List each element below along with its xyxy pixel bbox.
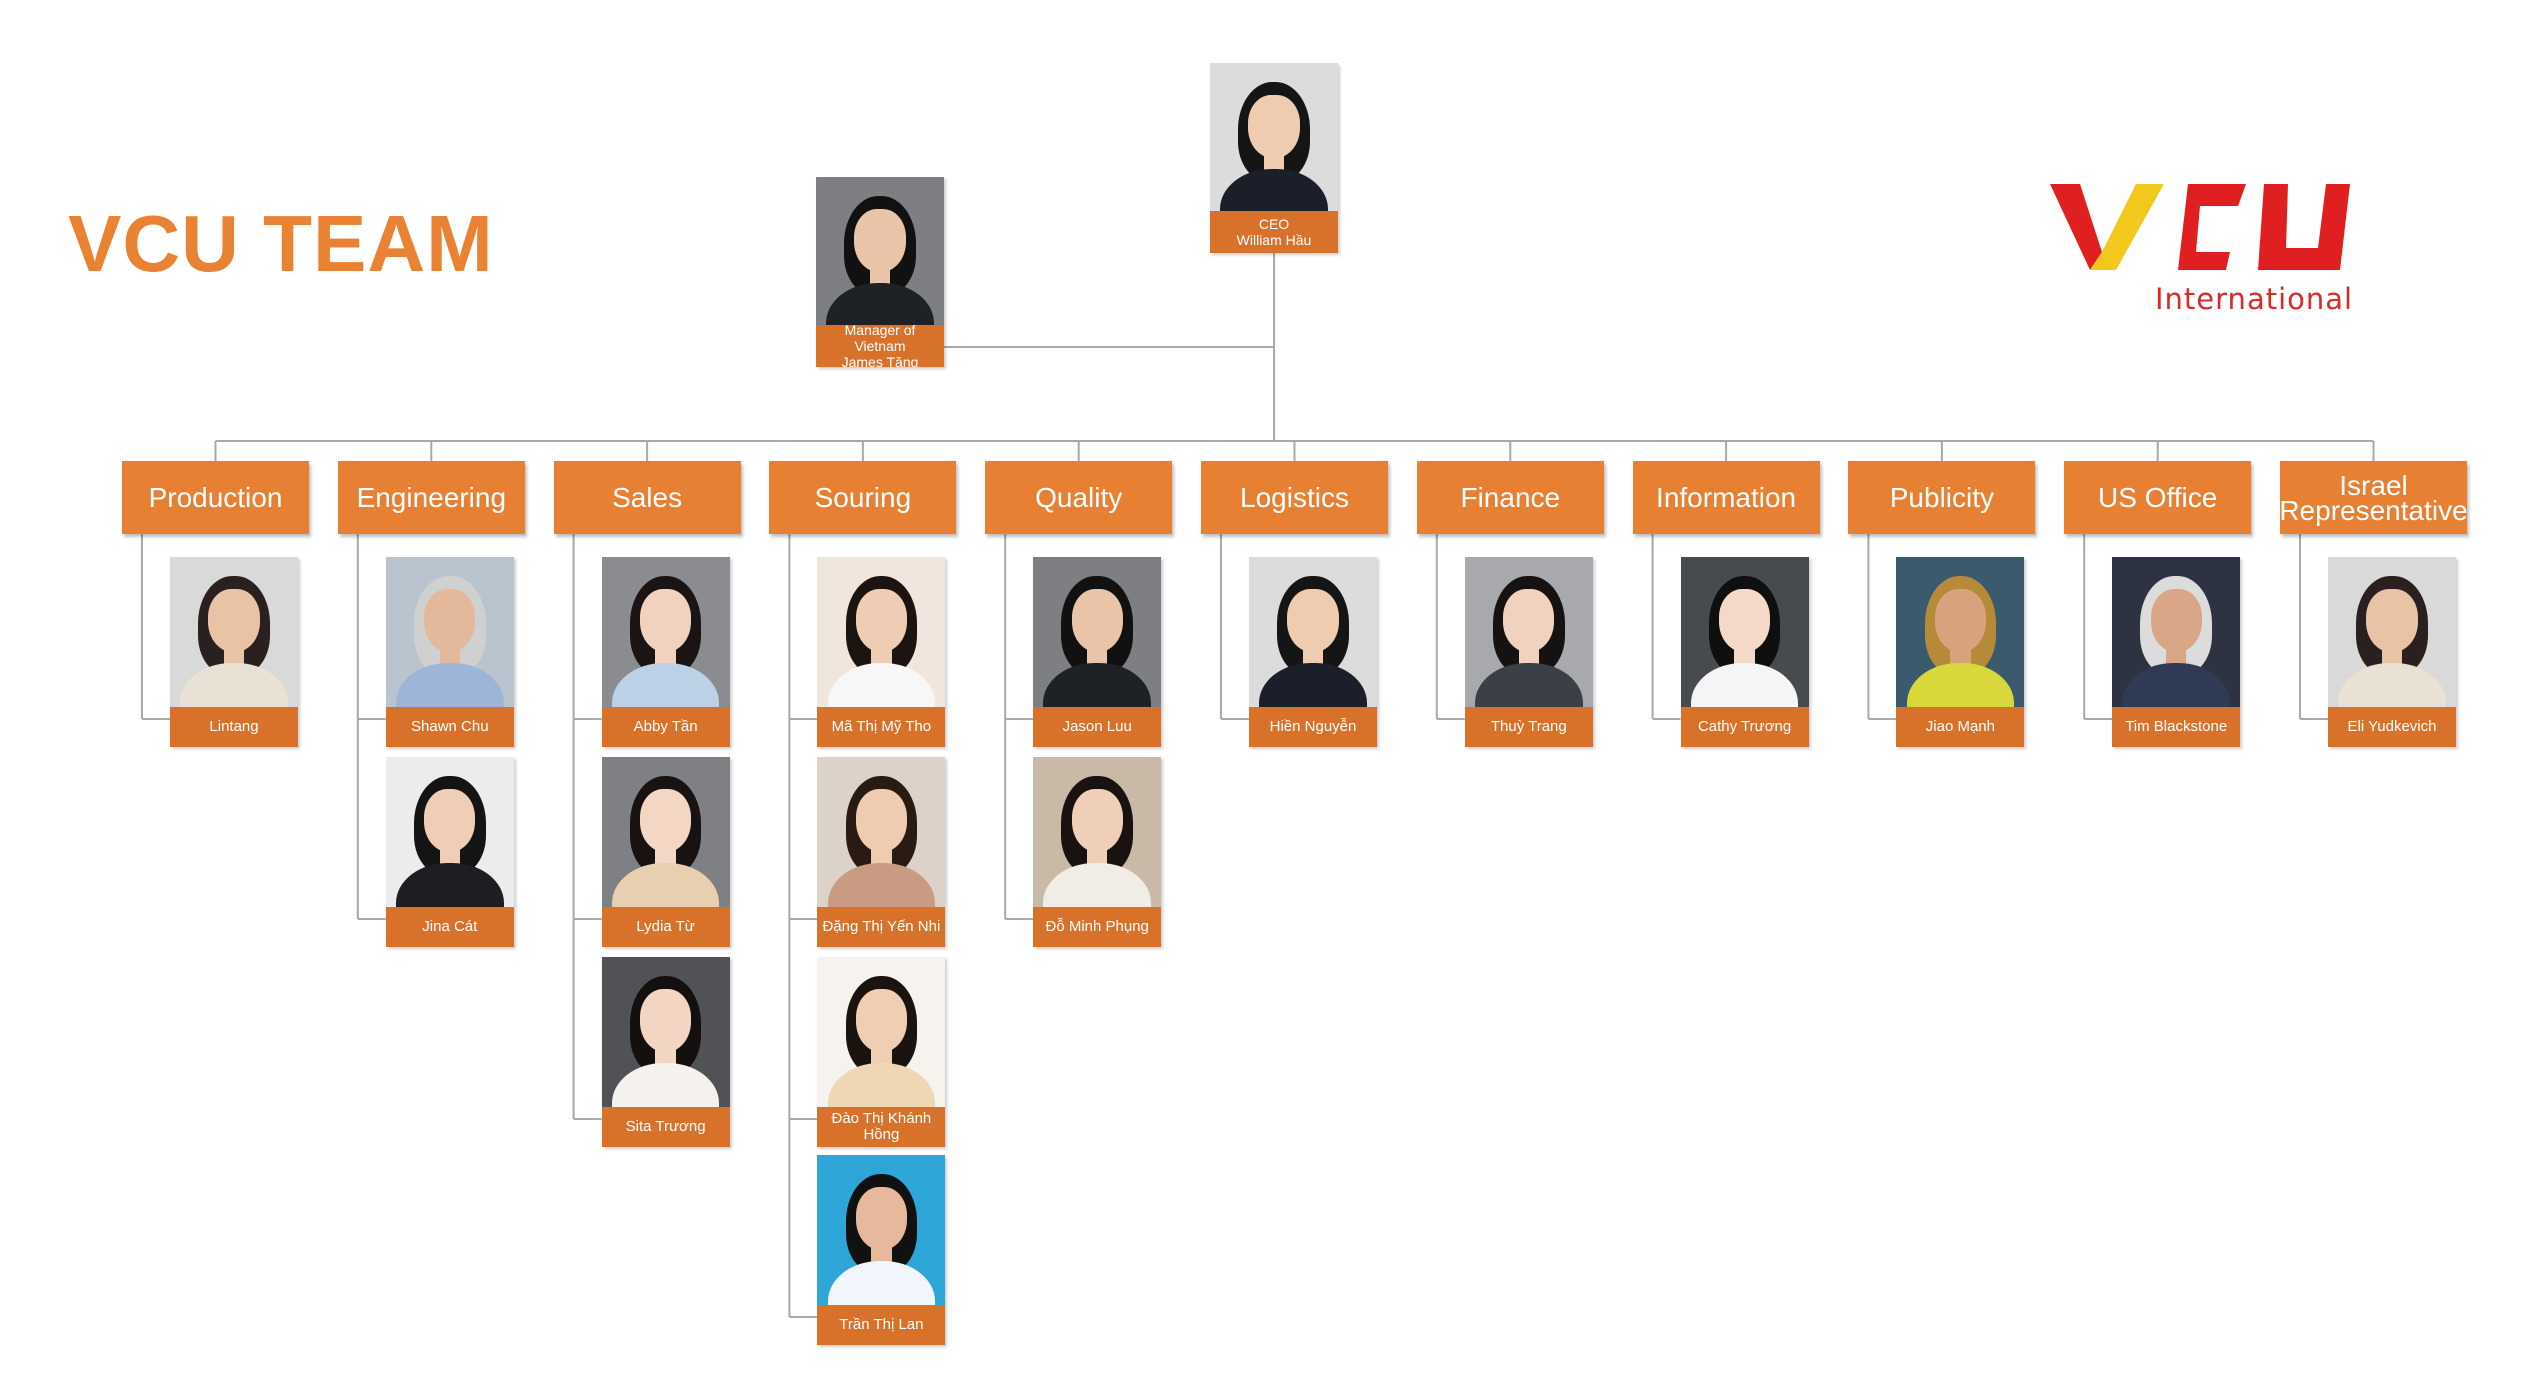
member-card: Lintang bbox=[170, 557, 298, 747]
department-logistics: Logistics bbox=[1201, 461, 1388, 534]
department-publicity: Publicity bbox=[1848, 461, 2036, 534]
member-card: Trần Thị Lan bbox=[817, 1155, 946, 1345]
member-card: Jason Luu bbox=[1033, 557, 1162, 747]
department-us-office: US Office bbox=[2064, 461, 2252, 534]
name-label: Hiền Nguyễn bbox=[1249, 707, 1377, 747]
photo-face bbox=[1934, 589, 1986, 652]
name-label: Đặng Thị Yến Nhi bbox=[817, 907, 946, 947]
name-label: Shawn Chu bbox=[385, 707, 514, 747]
photo-face bbox=[2366, 589, 2418, 652]
photo-face bbox=[424, 789, 476, 852]
photo-face bbox=[854, 209, 906, 272]
photo-face bbox=[855, 789, 907, 852]
name-label: Jason Luu bbox=[1033, 707, 1162, 747]
manager-card: Manager of Vietnam James Tăng bbox=[816, 177, 944, 367]
member-card: Đào Thị Khánh Hồng bbox=[817, 957, 946, 1147]
name-label: Trần Thị Lan bbox=[817, 1305, 946, 1345]
name-label: Sita Trương bbox=[601, 1107, 730, 1147]
photo-face bbox=[1287, 589, 1339, 652]
photo-face bbox=[639, 989, 692, 1052]
department-quality: Quality bbox=[985, 461, 1173, 534]
vcu-logo: International bbox=[2050, 172, 2360, 322]
department-information: Information bbox=[1632, 461, 1820, 534]
department-engineering: Engineering bbox=[337, 461, 525, 534]
photo-face bbox=[1071, 589, 1123, 652]
photo-face bbox=[208, 589, 260, 652]
name-label: Lintang bbox=[170, 707, 298, 747]
name-label: Manager of Vietnam James Tăng bbox=[816, 322, 944, 367]
member-card: Mã Thị Mỹ Tho bbox=[817, 557, 946, 747]
member-card: Đỗ Minh Phụng bbox=[1033, 757, 1162, 947]
department-sales: Sales bbox=[553, 461, 741, 534]
name-label: Đào Thị Khánh Hồng bbox=[817, 1107, 946, 1147]
photo-face bbox=[855, 989, 907, 1052]
name-label: Cathy Trương bbox=[1680, 707, 1809, 747]
department-production: Production bbox=[122, 461, 309, 534]
photo-face bbox=[639, 589, 692, 652]
name-label: Jiao Mạnh bbox=[1896, 707, 2025, 747]
name-label: Đỗ Minh Phụng bbox=[1033, 907, 1162, 947]
name-label: Jina Cát bbox=[385, 907, 514, 947]
name-label: Lydia Từ bbox=[601, 907, 730, 947]
name-label: Eli Yudkevich bbox=[2328, 707, 2456, 747]
member-card: Đặng Thị Yến Nhi bbox=[817, 757, 946, 947]
department-finance: Finance bbox=[1416, 461, 1604, 534]
member-card: Shawn Chu bbox=[385, 557, 514, 747]
member-card: Sita Trương bbox=[601, 957, 730, 1147]
photo-face bbox=[639, 789, 692, 852]
name-label: Abby Tần bbox=[601, 707, 730, 747]
name-label: Thuỳ Trang bbox=[1464, 707, 1593, 747]
member-card: Lydia Từ bbox=[601, 757, 730, 947]
member-card: Jiao Mạnh bbox=[1896, 557, 2025, 747]
member-card: Thuỳ Trang bbox=[1464, 557, 1593, 747]
photo-face bbox=[1248, 95, 1300, 158]
member-card: Hiền Nguyễn bbox=[1249, 557, 1377, 747]
ceo-card: CEO William Hầu bbox=[1210, 63, 1338, 253]
member-card: Abby Tần bbox=[601, 557, 730, 747]
member-card: Cathy Trương bbox=[1680, 557, 1809, 747]
photo-face bbox=[1503, 589, 1555, 652]
logo-subtitle: International bbox=[2155, 282, 2354, 316]
member-card: Eli Yudkevich bbox=[2328, 557, 2456, 747]
vcu-logo-mark bbox=[2050, 184, 2350, 270]
page-title: VCU TEAM bbox=[68, 199, 494, 288]
member-card: Jina Cát bbox=[385, 757, 514, 947]
photo-face bbox=[2150, 589, 2202, 652]
photo-face bbox=[855, 589, 907, 652]
name-label: Mã Thị Mỹ Tho bbox=[817, 707, 946, 747]
department-souring: Souring bbox=[769, 461, 957, 534]
photo-face bbox=[855, 1187, 907, 1250]
member-card: Tim Blackstone bbox=[2112, 557, 2241, 747]
photo-face bbox=[1718, 589, 1771, 652]
department-israel-representative: Israel Representative bbox=[2279, 461, 2468, 534]
name-label: CEO William Hầu bbox=[1210, 211, 1338, 253]
photo-face bbox=[424, 589, 476, 652]
name-label: Tim Blackstone bbox=[2112, 707, 2241, 747]
photo-face bbox=[1071, 789, 1123, 852]
